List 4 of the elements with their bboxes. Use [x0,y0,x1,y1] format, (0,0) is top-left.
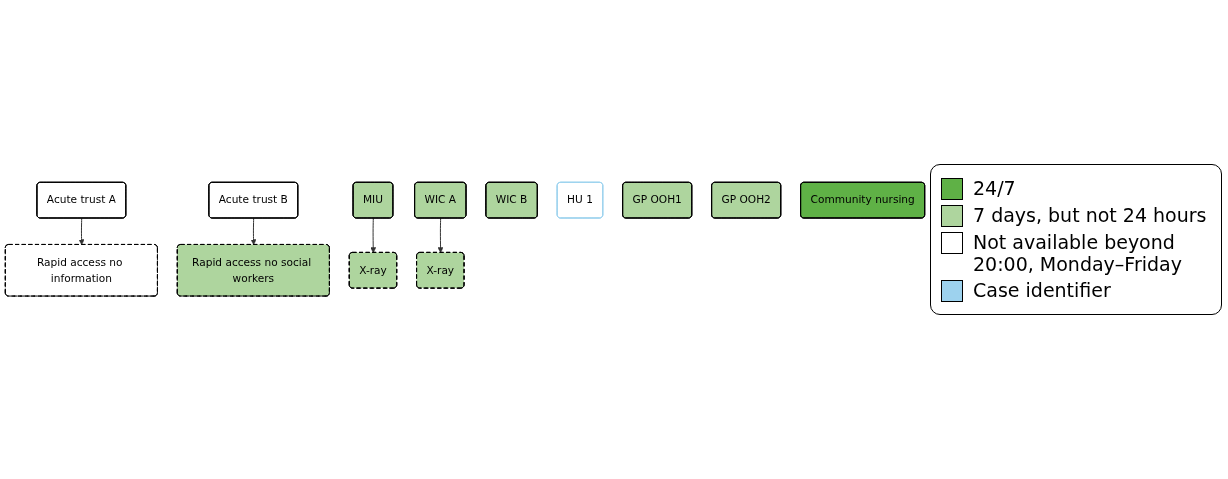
legend-label: Not available beyond 20:00, Monday–Friday [973,231,1183,275]
legend-label: 7 days, but not 24 hours [973,204,1207,226]
legend-label: Case identifier [973,279,1111,301]
legend-label: 24/7 [973,177,1016,199]
